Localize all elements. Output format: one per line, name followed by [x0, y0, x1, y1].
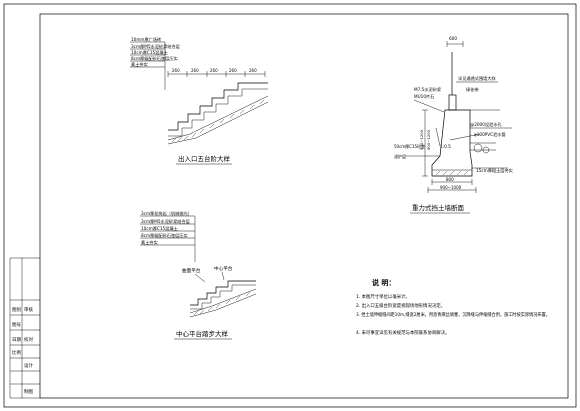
title-block-cell: 图号 — [12, 322, 21, 328]
wall-label: 详见通透式围墙大样 — [458, 75, 496, 82]
platform-layer-label: 8cm厚级配砂石垫层压实 — [141, 232, 188, 239]
title-block: 图别 图号 日期 比例 审核 校对 设计 制图 — [9, 257, 40, 399]
outer-border — [3, 3, 577, 408]
platform-layer-label: 素土夯实 — [141, 239, 158, 246]
note-item: 2. 出入口五级台阶宽度视现场地形情况决定。 — [356, 302, 445, 309]
stair-dim: 260 — [191, 68, 199, 73]
platform-detail-title: 中心平台踏步大样 — [176, 329, 229, 338]
wall-label: 滤护层 — [394, 153, 406, 159]
platform-right-label: 中心平台 — [214, 265, 233, 272]
wall-label: MU10片石 — [414, 93, 434, 100]
wall-label: @2000设泄水孔 — [470, 121, 502, 128]
stair-dim: 260 — [172, 68, 180, 73]
platform-layer-label: 3cm厚花岗岩（机械抛光） — [141, 210, 192, 217]
stair-layer-label: 素土夯实 — [131, 61, 148, 68]
stair-layer-label: 10mm厚广场砖 — [131, 36, 161, 43]
wall-detail-title: 重力式挡土墙断面 — [412, 203, 465, 212]
notes-heading: 说 明： — [372, 278, 395, 287]
title-block-cell: 设计 — [24, 362, 33, 369]
stair-layer-label: 8cm厚级配砂石垫层压实 — [131, 55, 178, 62]
wall-label: φ100PVC泄水管 — [474, 131, 506, 138]
platform-detail: 3cm厚花岗岩（机械抛光） 3cm厚M5水泥砂浆结合层 10cm厚C15混凝土 … — [140, 210, 257, 340]
wall-top-dim: 600 — [449, 36, 457, 41]
note-item: 3. 挡土墙伸缩缝间距10m,缝宽2厘米，用沥青麻丝填塞，沉降缝与伸缩缝合用，施… — [356, 311, 550, 318]
stair-dim: 260 — [229, 68, 237, 73]
stair-dim: 260 — [210, 68, 218, 73]
title-block-cell: 图别 — [12, 306, 21, 313]
wall-height-dim: 900~1200 — [419, 129, 424, 150]
wall-label: 绿化带 — [466, 86, 479, 93]
notes: 说 明： 1. 本图尺寸单位以毫米计。 2. 出入口五级台阶宽度视现场地形情况决… — [356, 278, 550, 336]
title-block-cell: 比例 — [12, 349, 21, 356]
stair-detail: 10mm厚广场砖 3cm厚M5水泥砂浆结合层 10cm厚C15混凝土 8cm厚级… — [130, 36, 269, 165]
platform-layer-label: 10cm厚C15混凝土 — [141, 225, 178, 232]
wall-label: M7.5水泥砂浆 — [414, 86, 442, 93]
note-item: 4. 未尽事宜详见有关规范与本院联系协商解决。 — [356, 329, 449, 336]
wall-height-dim: 900~1200 — [426, 129, 431, 150]
title-block-cell: 校对 — [24, 336, 33, 343]
title-block-cell: 审核 — [24, 306, 33, 313]
wall-label: 15cm厚粗土层夯实 — [476, 167, 513, 174]
platform-layer-label: 3cm厚M5水泥砂浆结合层 — [141, 218, 190, 225]
stair-dim: 260 — [249, 68, 257, 73]
platform-left-label: 曲面平台 — [182, 267, 201, 274]
stair-layer-label: 10cm厚C15混凝土 — [131, 49, 168, 56]
wall-label: 1:0.5 — [440, 144, 451, 149]
stair-detail-title: 出入口五台阶大样 — [178, 154, 231, 163]
wall-bottom-dim: 900~1000 — [440, 185, 462, 190]
wall-detail: 600 详见通透式围墙大样 绿化带 @2000设泄水孔 φ100PVC泄水管 — [394, 36, 513, 214]
title-block-cell: 日期 — [12, 337, 21, 343]
wall-bottom-dim: 800 — [446, 177, 454, 182]
stair-layer-label: 3cm厚M5水泥砂浆结合层 — [131, 43, 180, 50]
title-block-cell: 制图 — [24, 388, 33, 395]
wall-label: 50cm厚C15砼垫 — [394, 143, 425, 149]
inner-border — [39, 13, 569, 399]
note-item: 1. 本图尺寸单位以毫米计。 — [356, 293, 410, 300]
